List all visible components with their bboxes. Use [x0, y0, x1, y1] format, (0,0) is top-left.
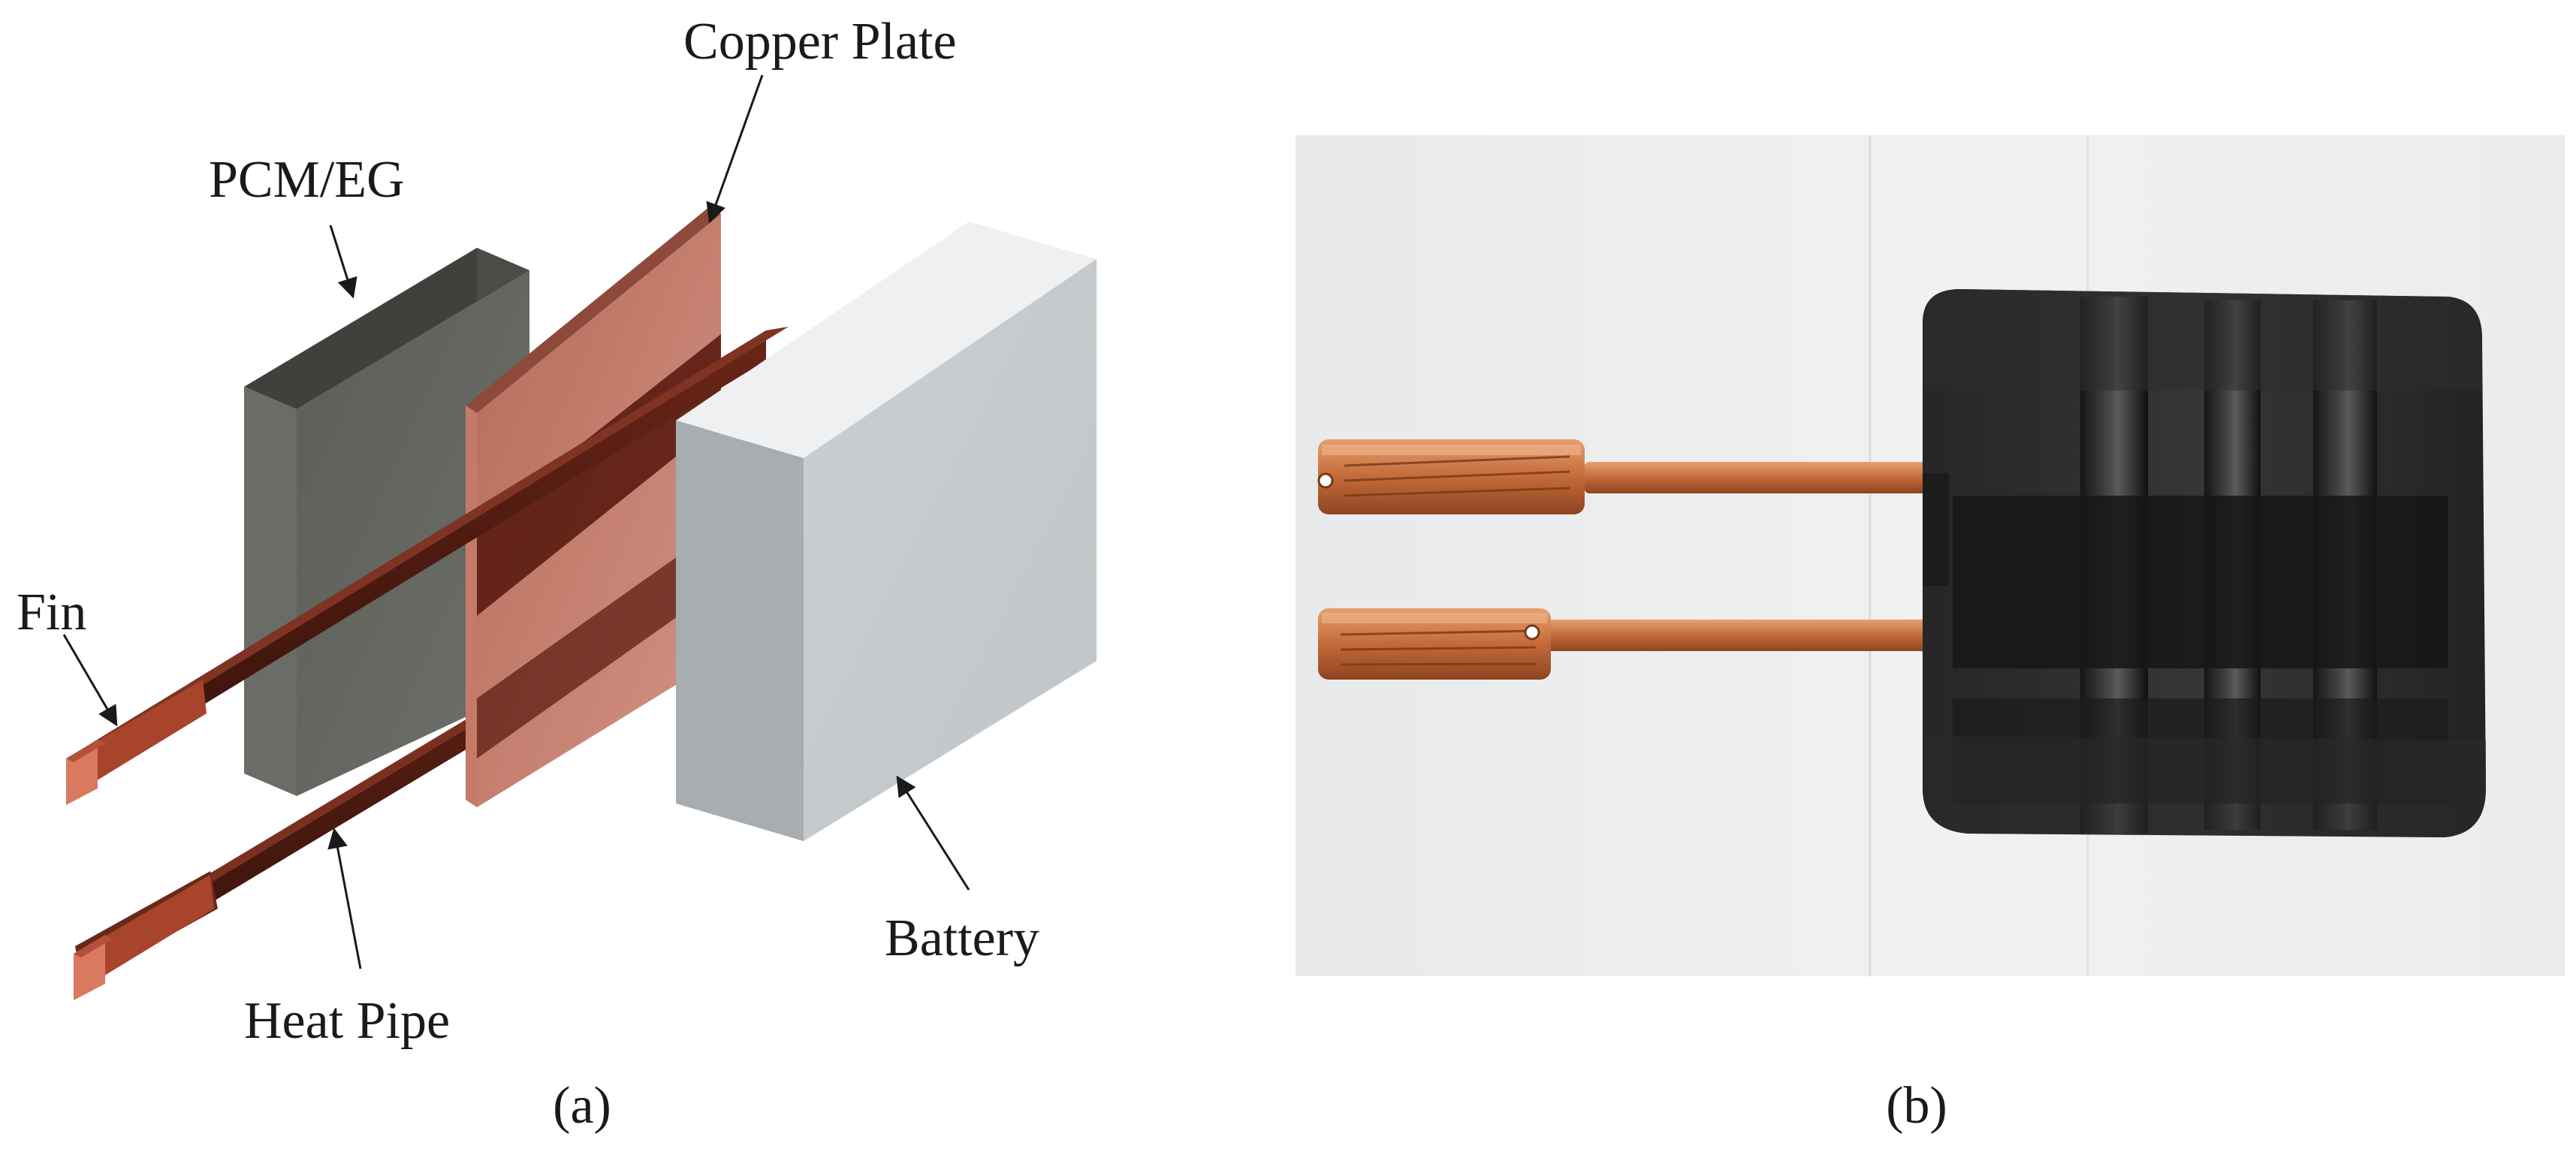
label-fin: Fin — [17, 584, 86, 641]
battery-block — [676, 222, 1096, 841]
fin-upper — [66, 680, 207, 805]
arrow-battery — [896, 775, 970, 891]
label-heat-pipe: Heat Pipe — [244, 992, 450, 1050]
arrow-fin — [62, 634, 118, 727]
photo-heat-pipe-lower — [1318, 608, 1938, 680]
photo-heat-pipe-upper — [1317, 439, 1938, 514]
heat-pipe-upper — [79, 327, 789, 781]
label-copper-plate: Copper Plate — [683, 13, 957, 71]
panel-a-schematic: Copper Plate PCM/EG Fin Battery Heat Pip… — [17, 13, 1096, 1135]
caption-a: (a) — [553, 1077, 611, 1135]
arrow-heat-pipe — [327, 828, 362, 969]
caption-b: (b) — [1886, 1077, 1947, 1135]
photo-battery-module — [1923, 289, 2486, 837]
arrow-copper-plate — [706, 74, 764, 224]
panel-b-photo: (b) — [1296, 135, 2565, 1135]
label-battery: Battery — [885, 909, 1039, 967]
arrow-pcm-eg — [329, 225, 357, 299]
label-pcm-eg: PCM/EG — [209, 151, 405, 209]
fin-lower — [74, 875, 214, 1000]
